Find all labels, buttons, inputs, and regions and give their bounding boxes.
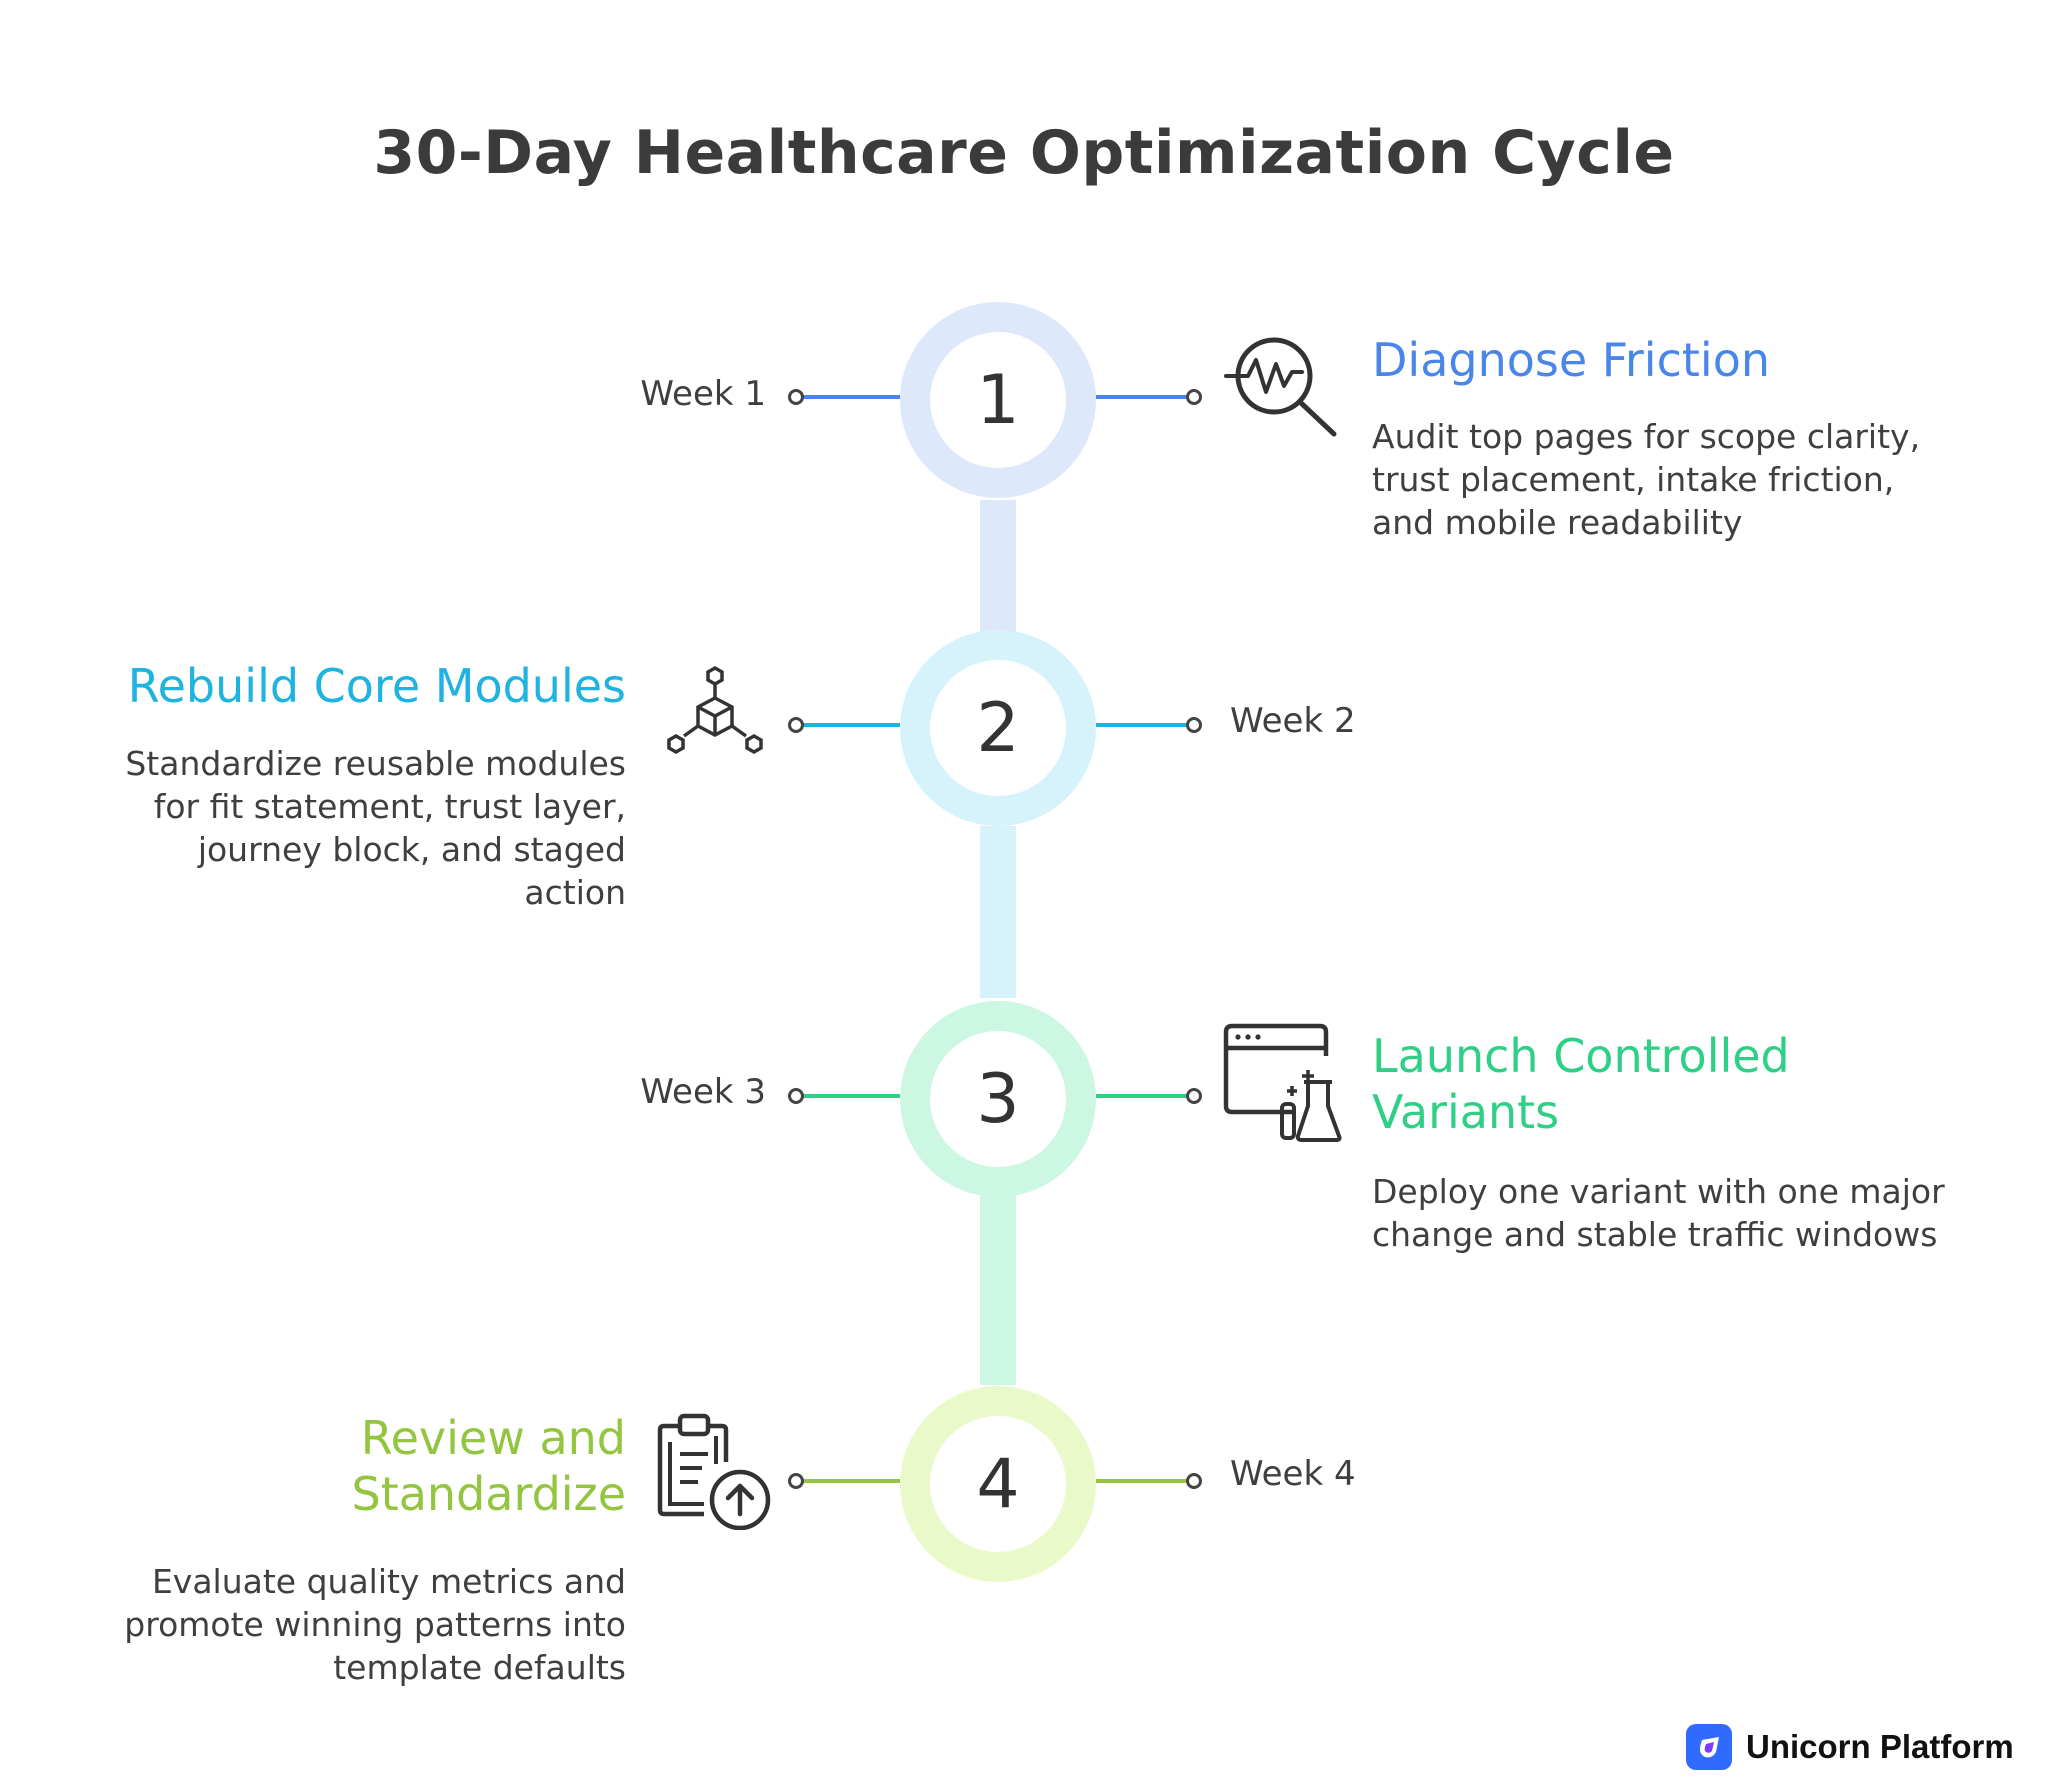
step-2-left-dot [788, 717, 804, 733]
step-3-left-connector [798, 1094, 900, 1098]
step-1-right-connector [1096, 395, 1194, 399]
page-title: 30-Day Healthcare Optimization Cycle [373, 118, 1675, 188]
step-2-heading: Rebuild Core Modules [127, 659, 626, 713]
step-4-left-connector [798, 1479, 900, 1483]
timeline-spine-3 [980, 1192, 1016, 1385]
step-1-description: Audit top pages for scope clarity, trust… [1372, 417, 1921, 542]
step-4-right-dot [1186, 1473, 1202, 1489]
step-1-right-dot [1186, 389, 1202, 405]
step-1-heading: Diagnose Friction [1372, 333, 1770, 387]
step-4-heading: Review and Standardize [351, 1411, 627, 1521]
step-4-left-dot [788, 1473, 804, 1489]
step-2-left-connector [798, 723, 900, 727]
step-4-description: Evaluate quality metrics and promote win… [124, 1562, 626, 1687]
unicorn-logo-icon [1686, 1724, 1732, 1770]
step-1-left-connector [798, 395, 900, 399]
step-1-number: 1 [976, 360, 1020, 440]
step-3-heading: Launch Controlled Variants [1372, 1029, 1790, 1139]
step-3-ring: 3 [900, 1001, 1096, 1197]
step-4-week-label: Week 4 [1230, 1454, 1356, 1494]
step-1-left-dot [788, 389, 804, 405]
step-3-description: Deploy one variant with one major change… [1372, 1172, 1945, 1254]
brand-name: Unicorn Platform [1746, 1728, 2014, 1765]
step-4-ring: 4 [900, 1386, 1096, 1582]
step-4-number: 4 [976, 1444, 1020, 1524]
step-3-number: 3 [976, 1059, 1020, 1139]
step-2-week-label: Week 2 [1230, 701, 1356, 741]
step-1-week-label: Week 1 [640, 374, 766, 414]
step-3-right-dot [1186, 1088, 1202, 1104]
modules-network-icon [667, 665, 763, 755]
clipboard-upload-icon [657, 1413, 771, 1530]
browser-lab-icon [1223, 1023, 1342, 1142]
step-2-right-dot [1186, 717, 1202, 733]
step-3-week-label: Week 3 [640, 1072, 766, 1112]
timeline-spine-2 [980, 826, 1016, 998]
timeline-spine-1 [980, 500, 1016, 635]
step-3-left-dot [788, 1088, 804, 1104]
step-1-ring: 1 [900, 302, 1096, 498]
step-4-right-connector [1096, 1479, 1194, 1483]
magnifier-pulse-icon [1224, 337, 1337, 437]
step-2-number: 2 [976, 688, 1020, 768]
step-2-description: Standardize reusable modules for fit sta… [125, 744, 626, 912]
step-2-ring: 2 [900, 630, 1096, 826]
step-3-right-connector [1096, 1094, 1194, 1098]
step-2-right-connector [1096, 723, 1194, 727]
